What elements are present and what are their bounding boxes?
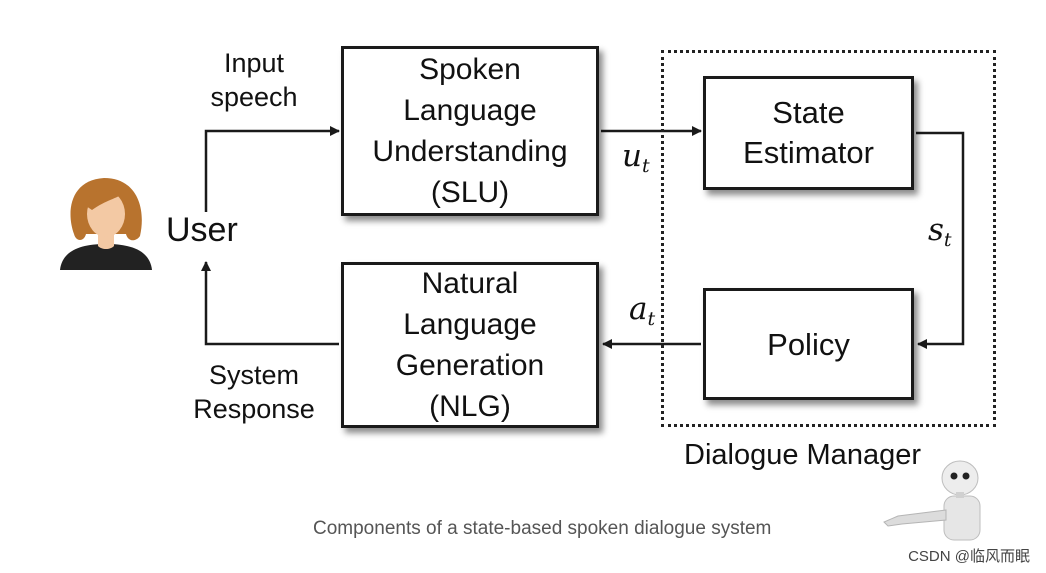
slu-block: Spoken Language Understanding (SLU) [341, 46, 599, 216]
nlg-block-label: Natural Language Generation (NLG) [395, 267, 545, 423]
a-signal-label: at [629, 291, 655, 330]
a-base: a [629, 291, 648, 327]
user-avatar-icon [60, 178, 152, 270]
policy-label: Policy [767, 326, 850, 362]
nlg-block: Natural Language Generation (NLG) [341, 262, 599, 428]
slu-block-label: Spoken Language Understanding (SLU) [372, 53, 568, 209]
user-label: User [166, 211, 238, 249]
s-base: s [928, 212, 944, 248]
state-estimator-label: State Estimator [743, 95, 874, 170]
a-sub: t [647, 308, 656, 330]
dialogue-manager-frame [661, 50, 996, 427]
s-sub: t [943, 229, 952, 251]
figure-caption: Components of a state-based spoken dialo… [313, 518, 772, 539]
u-signal-label: ut [622, 138, 650, 177]
policy-block: Policy [703, 288, 914, 400]
input-speech-arrow [204, 126, 340, 212]
state-estimator-block: State Estimator [703, 76, 914, 190]
u-base: u [622, 138, 642, 174]
system-response-label: System Response [193, 360, 315, 424]
s-signal-label: st [928, 212, 952, 251]
u-sub: t [641, 155, 650, 177]
system-response-arrow [201, 261, 339, 346]
watermark: CSDN @临风而眠 [908, 548, 1030, 565]
s-arrow [916, 131, 965, 349]
dialogue-manager-label: Dialogue Manager [684, 439, 921, 471]
input-speech-label: Input speech [210, 48, 298, 112]
robot-icon [883, 460, 981, 541]
